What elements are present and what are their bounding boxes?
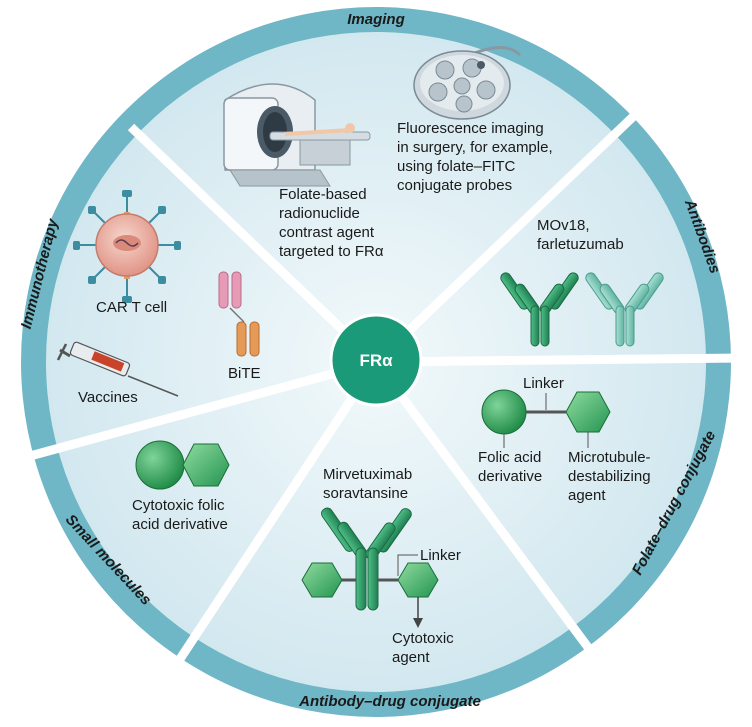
adc-cytotoxic-line-2: agent <box>392 649 430 666</box>
fdc-agent-line-3: agent <box>568 487 606 504</box>
mri-scanner-icon <box>223 83 371 187</box>
sector-dividers <box>28 108 744 665</box>
adc-arrowhead-icon <box>413 618 423 628</box>
sm-hex-icon <box>182 443 230 487</box>
fluorescence-line-3: using folate–FITC <box>397 158 516 175</box>
sm-line-1: Cytotoxic folic <box>132 497 225 514</box>
adc-name-line-2: soravtansine <box>323 485 408 502</box>
ring-label-antibody-drug-conjugate: Antibody–drug conjugate <box>298 693 481 710</box>
car-t-cell-icon <box>73 190 181 303</box>
center-label: FRα <box>359 351 393 370</box>
fluorescence-line-2: in surgery, for example, <box>397 139 553 156</box>
fdc-agent-line-2: destabilizing <box>568 468 651 485</box>
sm-line-2: acid derivative <box>132 516 228 533</box>
radionuclide-line-1: Folate-based <box>279 186 367 203</box>
fdc-folic-line-2: derivative <box>478 468 542 485</box>
adc-cytotoxic-line-1: Cytotoxic <box>392 630 454 647</box>
antibodies-line-2: farletuzumab <box>537 236 624 253</box>
fdc-agent-hex-icon <box>565 391 611 433</box>
antibody-dark-icon <box>500 272 579 347</box>
bite-icon <box>218 271 260 357</box>
adc-linker-label: Linker <box>420 547 461 564</box>
adc-left-hex-icon <box>301 562 343 598</box>
adc-right-hex-icon <box>397 562 439 598</box>
fluorescence-line-4: conjugate probes <box>397 177 512 194</box>
fdc-linker-label: Linker <box>523 375 564 392</box>
fdc-folic-line-1: Folic acid <box>478 449 541 466</box>
adc-name-line-1: Mirvetuximab <box>323 466 412 483</box>
vaccines-label: Vaccines <box>78 389 138 406</box>
car-t-label: CAR T cell <box>96 299 167 316</box>
radionuclide-line-2: radionuclide <box>279 205 360 222</box>
surgical-lamp-icon <box>413 46 522 120</box>
sm-folic-ball-icon <box>135 440 185 490</box>
adc-linker-pointer <box>397 554 418 576</box>
center-node <box>329 313 423 407</box>
antibody-light-icon <box>585 272 664 347</box>
radionuclide-line-3: contrast agent <box>279 224 375 241</box>
fdc-folic-ball-icon <box>481 389 527 435</box>
fdc-agent-line-1: Microtubule- <box>568 449 651 466</box>
antibodies-line-1: MOv18, <box>537 217 590 234</box>
ring-label-imaging: Imaging <box>347 11 405 28</box>
bite-label: BiTE <box>228 365 261 382</box>
radionuclide-line-4: targeted to FRα <box>279 243 384 260</box>
syringe-icon <box>56 341 179 397</box>
fluorescence-line-1: Fluorescence imaging <box>397 120 544 137</box>
